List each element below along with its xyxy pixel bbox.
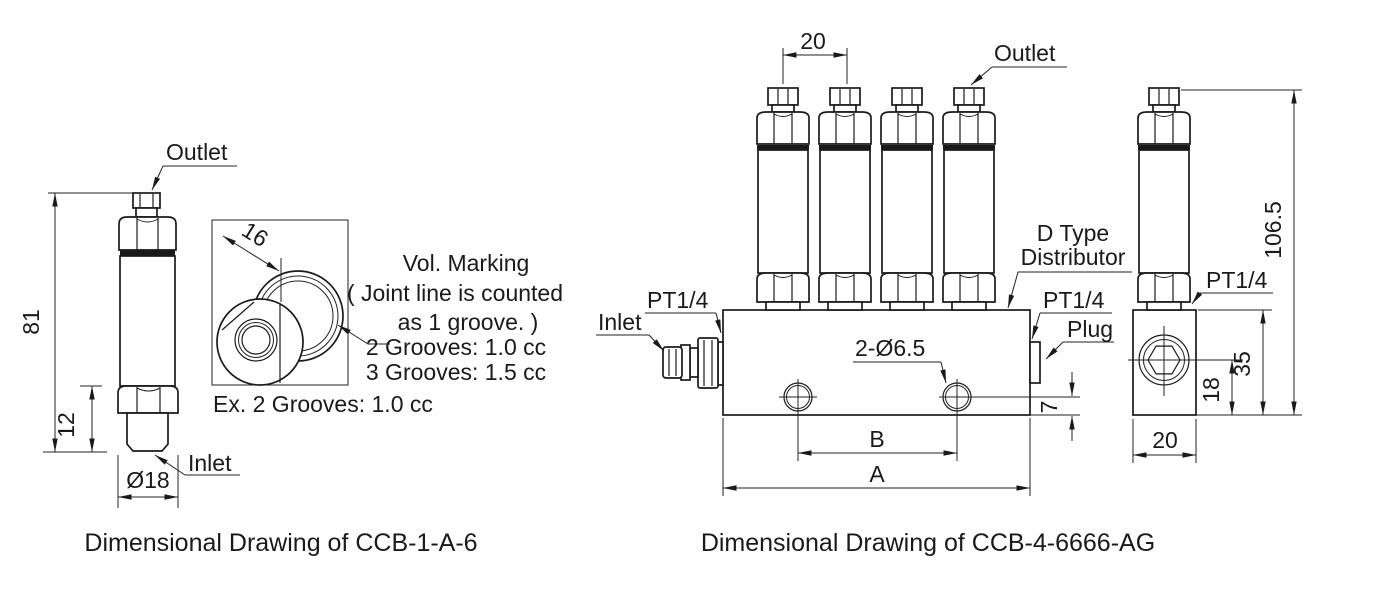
distributor-label-line2: Distributor: [1021, 244, 1126, 270]
dim-outlet-pitch-20: 20: [782, 28, 848, 84]
groove-leader: [337, 324, 390, 345]
single-injector: [117, 192, 179, 452]
dim-35-text: 35: [1229, 351, 1255, 377]
inlet-callout-right: Inlet: [596, 309, 665, 352]
dim-7-text: 7: [1036, 401, 1062, 414]
detail-box: [211, 219, 349, 386]
injector-2: [818, 87, 872, 311]
pt14-plug-callout: PT1/4: [1031, 287, 1112, 340]
dim-dia18-text: Ø18: [126, 467, 169, 493]
dim-16-text: 16: [237, 216, 272, 252]
caption-ccb-4-6666-ag: Dimensional Drawing of CCB-4-6666-AG: [701, 529, 1155, 557]
pt14-inlet-callout: PT1/4: [645, 287, 722, 334]
outlet-callout-left: Outlet: [151, 139, 237, 191]
dim-overall-height-81: 81: [18, 192, 133, 453]
nut-threaded-hole: [234, 318, 278, 362]
dim-1065-text: 106.5: [1260, 201, 1286, 259]
ccb-4-6666-ag-drawing: 20 Outlet PT1/4 Inlet D Type Distributor: [596, 28, 1155, 557]
dim-overall-height-1065: 106.5: [1181, 89, 1302, 416]
plug-callout: Plug: [1045, 316, 1114, 360]
side-port-socket: [1128, 326, 1243, 396]
mounting-hole-left: [779, 379, 817, 415]
vol-marking-line2: ( Joint line is counted: [347, 280, 563, 306]
injector-side: [1137, 87, 1191, 311]
volume-marking-note: Vol. Marking ( Joint line is counted as …: [213, 250, 563, 417]
nut-detail-view: 16: [211, 216, 390, 386]
injector-1: [756, 87, 810, 311]
dim-20-top-text: 20: [800, 28, 826, 54]
distributor-label-line1: D Type: [1037, 220, 1109, 246]
outlet-label-right: Outlet: [994, 40, 1056, 66]
pt14-inlet-label: PT1/4: [647, 287, 709, 313]
dim-A-text: A: [869, 461, 885, 487]
vol-marking-line4: 2 Grooves: 1.0 cc: [366, 334, 546, 360]
pt14-plug-label: PT1/4: [1043, 287, 1105, 313]
dim-hole-offset-7: 7: [1036, 372, 1075, 441]
mount-holes-callout: 2-Ø6.5: [853, 335, 947, 384]
dim-port-height-18: 18: [1198, 360, 1235, 415]
inlet-label-left: Inlet: [188, 450, 232, 476]
nut-isometric: [216, 270, 344, 386]
plug-label: Plug: [1067, 316, 1113, 342]
dim-2-dia65-text: 2-Ø6.5: [855, 335, 925, 361]
dim-inlet-diameter-18: Ø18: [117, 455, 179, 508]
distributor-callout: D Type Distributor: [1007, 220, 1132, 309]
outlet-label-left: Outlet: [166, 139, 228, 165]
inlet-thread-stub: [126, 412, 169, 452]
pt14-side-label: PT1/4: [1206, 267, 1268, 293]
mounting-hole-right: [939, 379, 1080, 415]
vol-marking-line1: Vol. Marking: [403, 250, 530, 276]
injector-3: [880, 87, 934, 311]
inlet-callout-left: Inlet: [154, 450, 240, 476]
plug-fitting: [1029, 341, 1041, 384]
side-view: PT1/4 106.5 35 18 20: [1128, 87, 1302, 463]
outlet-callout-right: Outlet: [970, 40, 1067, 86]
dim-18-text: 18: [1198, 377, 1224, 403]
dim-hole-span-B: B: [797, 414, 958, 461]
dim-81-text: 81: [18, 309, 44, 335]
caption-ccb-1-a-6: Dimensional Drawing of CCB-1-A-6: [84, 529, 477, 557]
vol-marking-line3: as 1 groove. ): [398, 309, 539, 335]
dim-20-bottom-text: 20: [1152, 427, 1178, 453]
dim-block-depth-20: 20: [1132, 419, 1197, 463]
dim-thread-length-12: 12: [53, 385, 102, 452]
vol-marking-example: Ex. 2 Grooves: 1.0 cc: [213, 391, 433, 417]
ccb-1-a-6-drawing: Outlet Inlet 81 12 Ø18: [18, 139, 563, 557]
vol-marking-line5: 3 Grooves: 1.5 cc: [366, 359, 546, 385]
dim-12-text: 12: [53, 412, 79, 438]
injector-4: [942, 87, 996, 311]
pt14-side-callout: PT1/4: [1191, 267, 1273, 305]
inlet-label-right: Inlet: [598, 309, 642, 335]
inlet-fitting: [662, 337, 724, 389]
dim-overall-length-A: A: [722, 418, 1031, 496]
dim-B-text: B: [869, 426, 884, 452]
